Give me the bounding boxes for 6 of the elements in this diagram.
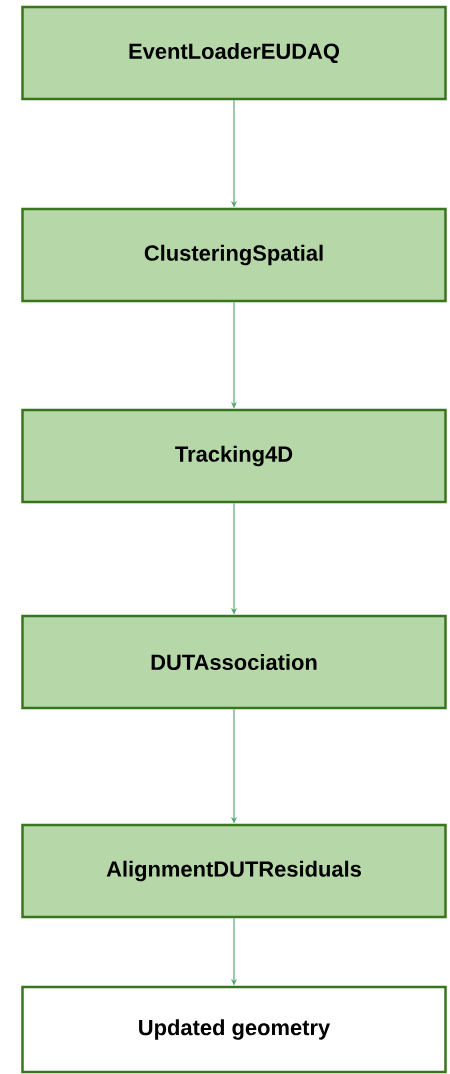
process-box: ClusteringSpatial: [21, 207, 447, 303]
process-box: DUTAssociation: [21, 614, 447, 710]
process-box: AlignmentDUTResiduals: [21, 823, 447, 919]
process-box: Tracking4D: [21, 408, 447, 504]
process-box: Updated geometry: [21, 985, 447, 1074]
process-box: EventLoaderEUDAQ: [21, 5, 447, 101]
